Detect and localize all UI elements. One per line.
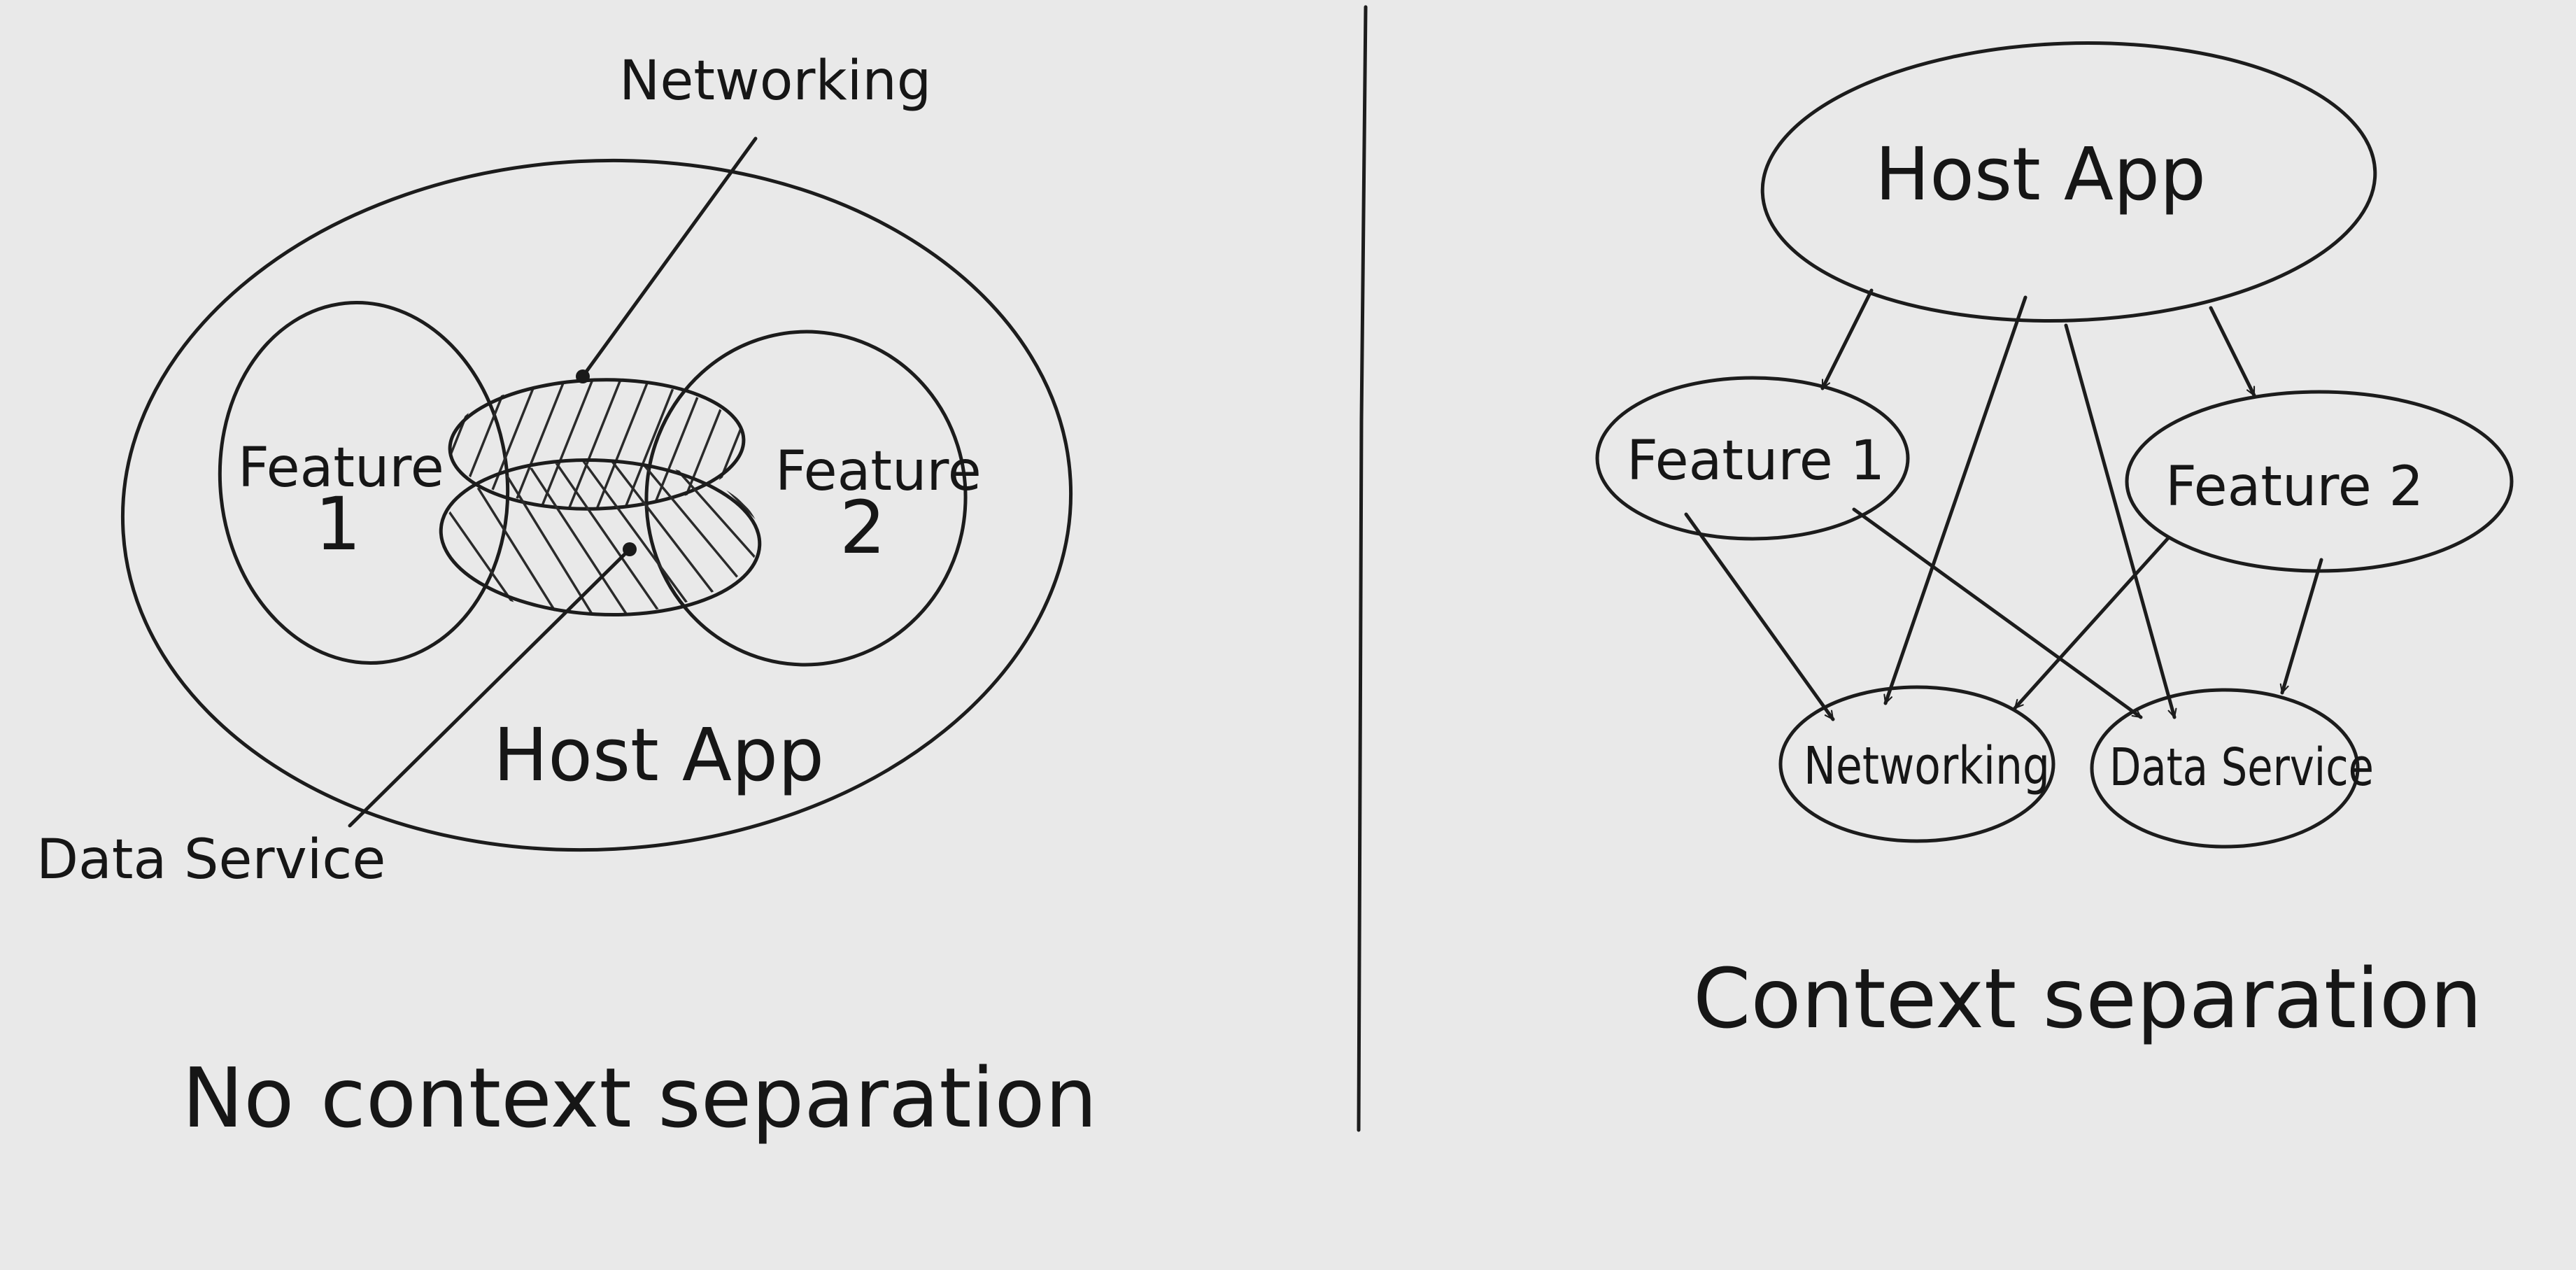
feature-1-node-label: Feature 1 bbox=[1627, 430, 1885, 493]
arrow-feature-1-to-data-service bbox=[1852, 507, 2143, 719]
arrow-feature-2-to-networking bbox=[2013, 535, 2171, 710]
left-diagram: Networking Feature 1 Feature 2 Host App … bbox=[36, 50, 1097, 1146]
data-service-node-label: Data Service bbox=[2109, 738, 2374, 798]
arrow-host-to-networking bbox=[1883, 295, 2027, 705]
host-app-node-label: Host App bbox=[1875, 132, 2206, 217]
networking-label: Networking bbox=[619, 50, 931, 113]
feature-2-node-label: Feature 2 bbox=[2165, 456, 2423, 518]
networking-pointer-line bbox=[581, 136, 758, 379]
data-service-ellipse bbox=[439, 458, 762, 616]
data-service-node bbox=[2090, 688, 2360, 849]
feature-1-number: 1 bbox=[315, 481, 361, 567]
feature-1-label: Feature bbox=[238, 437, 444, 500]
data-service-pointer-dot bbox=[623, 542, 637, 556]
data-service-pointer-line bbox=[348, 547, 632, 828]
networking-shaded-region bbox=[448, 378, 746, 511]
feature-1-node bbox=[1595, 376, 1910, 541]
feature-2-number: 2 bbox=[840, 485, 886, 570]
right-diagram: Host App Feature 1 Feature 2 Networking … bbox=[1595, 41, 2514, 1047]
host-app-node bbox=[1760, 41, 2377, 323]
right-caption: Context separation bbox=[1693, 950, 2482, 1047]
data-service-label: Data Service bbox=[36, 828, 385, 891]
arrow-host-to-feature-1 bbox=[1820, 288, 1874, 390]
networking-pointer-dot bbox=[576, 369, 590, 383]
feature-2-label: Feature bbox=[775, 440, 982, 503]
host-app-outer-ellipse bbox=[120, 158, 1073, 852]
host-app-label: Host App bbox=[493, 712, 824, 798]
networking-node bbox=[1778, 685, 2055, 843]
networking-ellipse bbox=[448, 378, 746, 511]
arrow-host-to-feature-2 bbox=[2209, 306, 2256, 397]
feature-2-circle bbox=[644, 330, 968, 667]
networking-node-label: Networking bbox=[1804, 736, 2050, 796]
arrow-host-to-data-service bbox=[2064, 323, 2177, 719]
left-caption: No context separation bbox=[182, 1050, 1097, 1146]
arrow-feature-2-to-data-service bbox=[2279, 558, 2323, 695]
divider-line bbox=[1357, 5, 1368, 1132]
arrow-feature-1-to-networking bbox=[1684, 512, 1835, 721]
feature-1-circle bbox=[218, 301, 510, 665]
